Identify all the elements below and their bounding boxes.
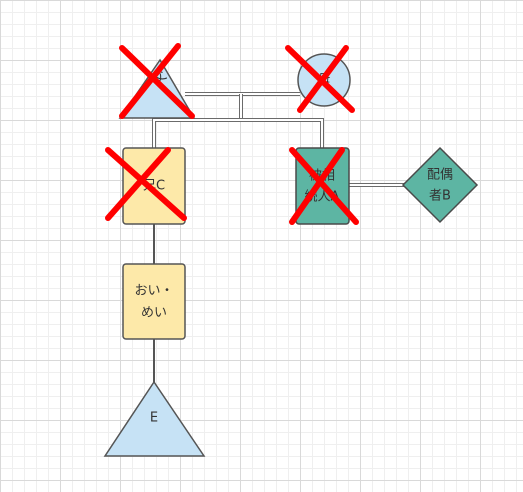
nephew-niece-label-line2: めい — [141, 306, 167, 321]
connectors — [152, 92, 404, 382]
nephew-niece-box — [122, 263, 186, 340]
e-label: E — [150, 411, 158, 426]
node-nephew-niece[interactable]: おい・ めい — [122, 263, 186, 340]
deceased-cross-father — [119, 43, 195, 119]
node-spouse[interactable]: 配偶 者B — [401, 146, 479, 224]
node-e[interactable]: E — [103, 380, 206, 457]
deceased-cross-brother — [105, 147, 187, 221]
siblings-bar — [152, 118, 324, 148]
deceased-cross-decedent — [289, 147, 359, 225]
deceased-cross-mother — [285, 45, 355, 113]
e-triangle — [103, 380, 206, 457]
nephew-niece-label-line1: おい・ — [134, 284, 173, 299]
spouse-diamond — [401, 146, 479, 224]
spouse-label-line2: 者B — [429, 189, 451, 204]
spouse-label-line1: 配偶 — [427, 168, 453, 183]
